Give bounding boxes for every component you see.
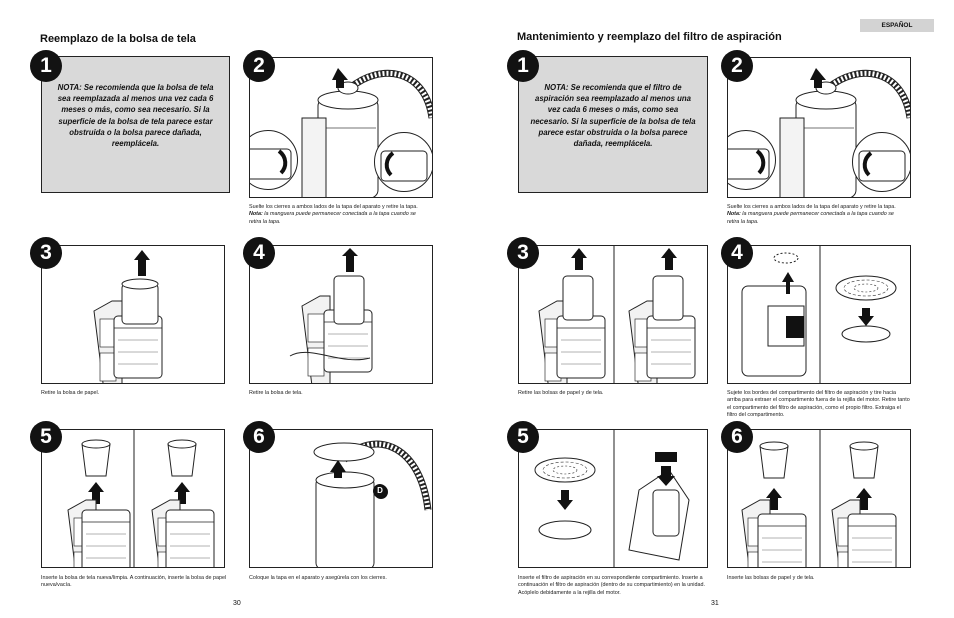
zoom-detail-right bbox=[852, 132, 910, 192]
right-page-number: 31 bbox=[711, 600, 719, 607]
right-step3-illustration bbox=[518, 245, 708, 384]
left-step5-caption: Inserte la bolsa de tela nueva/limpia. A… bbox=[41, 575, 227, 589]
step-badge: 2 bbox=[243, 50, 275, 82]
right-step2-illustration bbox=[727, 57, 911, 198]
step-badge: 4 bbox=[243, 237, 275, 269]
left-step3-caption: Retire la bolsa de papel. bbox=[41, 390, 100, 396]
right-note-box: NOTA: Se recomienda que el filtro de asp… bbox=[518, 56, 708, 193]
right-step4-illustration bbox=[727, 245, 911, 384]
step-badge: 6 bbox=[243, 421, 275, 453]
step-badge: 3 bbox=[30, 237, 62, 269]
step-badge: 1 bbox=[30, 50, 62, 82]
left-step6-illustration bbox=[249, 429, 433, 568]
left-step5-illustration bbox=[41, 429, 225, 568]
left-step2-caption: Suelte los cierres a ambos lados de la t… bbox=[249, 204, 418, 225]
left-step6-caption: Coloque la tapa en el aparato y asegúrel… bbox=[249, 575, 387, 581]
left-step3-illustration bbox=[41, 245, 225, 384]
left-page-number: 30 bbox=[233, 600, 241, 607]
zoom-detail-left bbox=[728, 130, 776, 190]
step-badge: 5 bbox=[507, 421, 539, 453]
right-note-text: NOTA: Se recomienda que el filtro de asp… bbox=[530, 82, 696, 148]
right-step6-illustration bbox=[727, 429, 911, 568]
right-step6-caption: Inserte las bolsas de papel y de tela. bbox=[727, 575, 815, 581]
language-tag: ESPAÑOL bbox=[860, 19, 934, 32]
step-badge: 3 bbox=[507, 237, 539, 269]
step-badge: 6 bbox=[721, 421, 753, 453]
zoom-detail-right bbox=[374, 132, 432, 192]
right-step3-caption: Retire las bolsas de papel y de tela. bbox=[518, 390, 604, 396]
step-badge: 1 bbox=[507, 50, 539, 82]
step-badge: 5 bbox=[30, 421, 62, 453]
zoom-detail-left bbox=[250, 130, 298, 190]
left-note-text: NOTA: Se recomienda que la bolsa de tela… bbox=[57, 82, 214, 148]
right-step5-illustration bbox=[518, 429, 708, 568]
left-note-box: NOTA: Se recomienda que la bolsa de tela… bbox=[41, 56, 230, 193]
step-badge: 2 bbox=[721, 50, 753, 82]
right-section-title: Mantenimiento y reemplazo del filtro de … bbox=[517, 31, 782, 43]
right-step2-caption: Suelte los cierres a ambos lados de la t… bbox=[727, 204, 896, 225]
callout-d-label: D bbox=[373, 484, 387, 498]
step-badge: 4 bbox=[721, 237, 753, 269]
right-step5-caption: Inserte el filtro de aspiración en su co… bbox=[518, 575, 705, 596]
left-step2-illustration bbox=[249, 57, 433, 198]
right-step4-caption: Sujete los bordes del compartimento del … bbox=[727, 390, 910, 419]
left-step4-caption: Retire la bolsa de tela. bbox=[249, 390, 303, 396]
left-section-title: Reemplazo de la bolsa de tela bbox=[40, 33, 196, 45]
left-step4-illustration bbox=[249, 245, 433, 384]
